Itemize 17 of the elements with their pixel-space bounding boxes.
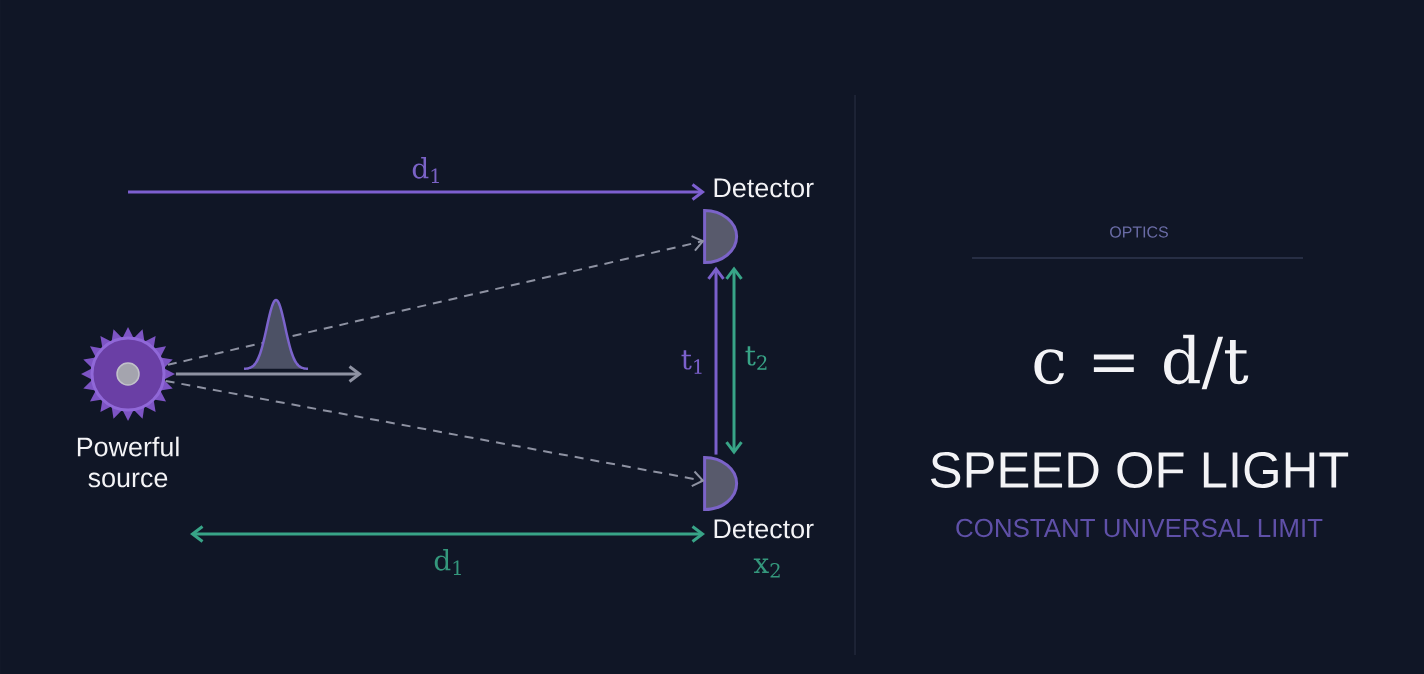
equation: c = d/t	[1034, 334, 1249, 390]
symbol-label: x$_{2}$	[753, 558, 780, 578]
node-label: Powerful source	[77, 436, 179, 488]
double-arrow	[725, 266, 743, 455]
arrow	[175, 365, 362, 383]
node-label: Detector	[714, 178, 814, 198]
node-label: Detector	[714, 519, 814, 539]
symbol-label: d$_{1}$	[412, 157, 439, 183]
edge-label: t$_{1}$	[681, 350, 702, 374]
subtitle: CONSTANT UNIVERSAL LIMIT	[956, 518, 1323, 538]
edge-label: t$_{2}$	[745, 346, 767, 370]
arrow	[707, 266, 725, 455]
title: SPEED OF LIGHT	[931, 452, 1349, 488]
dashed-arrow	[164, 379, 705, 488]
symbol-label: d$_{1}$	[434, 549, 461, 575]
dashed-arrow	[166, 235, 705, 366]
category-label: OPTICS	[1110, 226, 1168, 238]
